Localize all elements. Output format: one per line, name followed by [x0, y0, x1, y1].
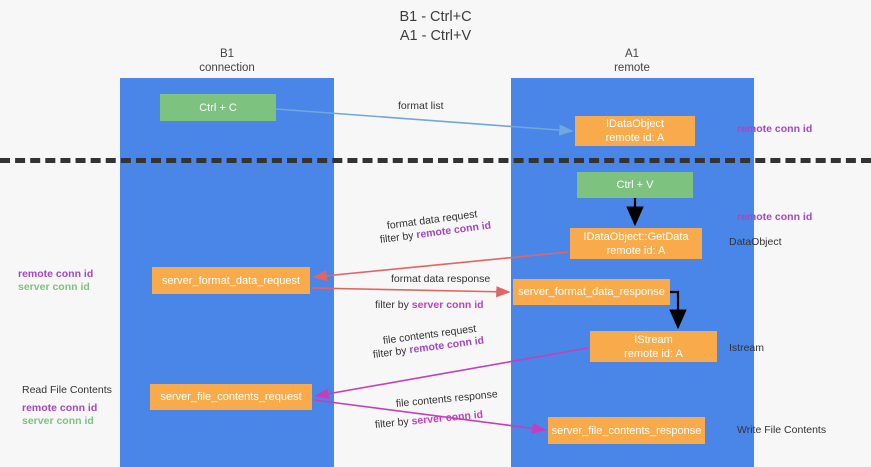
- node-idataobject-remote-id: remote id: A: [605, 132, 665, 144]
- margin-label-write-file-contents: Write File Contents: [737, 424, 827, 436]
- filter-prefix: filter by: [372, 344, 411, 361]
- node-file-req-label: server_file_contents_request: [160, 391, 302, 403]
- node-ctrl-v[interactable]: Ctrl + V: [577, 172, 693, 198]
- margin-label-dataobject: DataObject: [729, 236, 782, 248]
- filter-prefix: filter by: [374, 415, 413, 431]
- margin-label-left-remote-conn-id-2: remote conn id: [22, 402, 98, 414]
- node-idataobject[interactable]: IDataObject remote id: A: [575, 116, 695, 146]
- margin-label-remote-conn-id-mid: remote conn id: [737, 211, 813, 223]
- node-idataobject-label: IDataObject: [605, 118, 665, 130]
- node-getdata-label: IDataObject::GetData: [583, 230, 689, 243]
- node-ctrl-c[interactable]: Ctrl + C: [160, 94, 276, 121]
- diagram-title: B1 - Ctrl+C A1 - Ctrl+V: [0, 8, 871, 46]
- margin-label-left-remote-conn-id: remote conn id: [18, 268, 94, 280]
- swimlane-a1-name: A1: [624, 48, 640, 60]
- node-istream-label: IStream: [634, 333, 673, 346]
- diagram-title-line-2: A1 - Ctrl+V: [399, 28, 472, 44]
- phase-divider: [0, 158, 871, 163]
- node-istream-remote-id: remote id: A: [624, 347, 683, 360]
- margin-label-left-server-conn-id-2: server conn id: [22, 415, 94, 427]
- filter-prefix: filter by: [379, 229, 418, 246]
- swimlane-b1-sub: connection: [199, 62, 255, 74]
- edge-label-file-contents-response: file contents response: [395, 388, 499, 410]
- filter-key-server-conn-id: server conn id: [411, 299, 484, 311]
- node-idataobject-getdata[interactable]: IDataObject::GetData remote id: A: [570, 228, 702, 259]
- node-fmt-resp-label: server_format_data_response: [518, 286, 665, 298]
- node-server-file-contents-response[interactable]: server_file_contents_response: [548, 417, 705, 444]
- node-server-format-data-response[interactable]: server_format_data_response: [513, 279, 670, 305]
- node-server-format-data-request[interactable]: server_format_data_request: [152, 267, 310, 294]
- edge-format-data-response: [311, 286, 511, 298]
- swimlane-b1-name: B1: [219, 48, 235, 60]
- node-ctrl-c-label: Ctrl + C: [199, 101, 237, 114]
- node-server-file-contents-request[interactable]: server_file_contents_request: [150, 384, 312, 410]
- filter-prefix: filter by: [375, 299, 412, 311]
- swimlane-a1-sub: remote: [614, 62, 650, 74]
- filter-key-server-conn-id: server conn id: [410, 408, 484, 428]
- node-getdata-remote-id: remote id: A: [606, 244, 666, 257]
- edge-label-format-data-response-filter: filter by server conn id: [375, 299, 484, 312]
- swimlane-header-b1: B1 connection: [147, 47, 307, 75]
- margin-label-remote-conn-id-top: remote conn id: [737, 123, 813, 135]
- node-ctrl-v-label: Ctrl + V: [616, 179, 654, 191]
- edge-label-format-data-response: format data response: [391, 273, 491, 285]
- margin-label-left-server-conn-id: server conn id: [18, 281, 90, 293]
- node-file-resp-label: server_file_contents_response: [551, 424, 702, 437]
- node-fmt-req-label: server_format_data_request: [161, 274, 301, 287]
- diagram-title-line-1: B1 - Ctrl+C: [399, 9, 472, 25]
- edge-label-file-contents-response-filter: filter by server conn id: [374, 409, 483, 432]
- swimlane-header-a1: A1 remote: [552, 47, 712, 75]
- margin-label-istream: Istream: [729, 342, 765, 354]
- margin-label-read-file-contents: Read File Contents: [22, 384, 112, 396]
- node-istream[interactable]: IStream remote id: A: [590, 331, 717, 362]
- edge-label-format-list: format list: [398, 100, 444, 112]
